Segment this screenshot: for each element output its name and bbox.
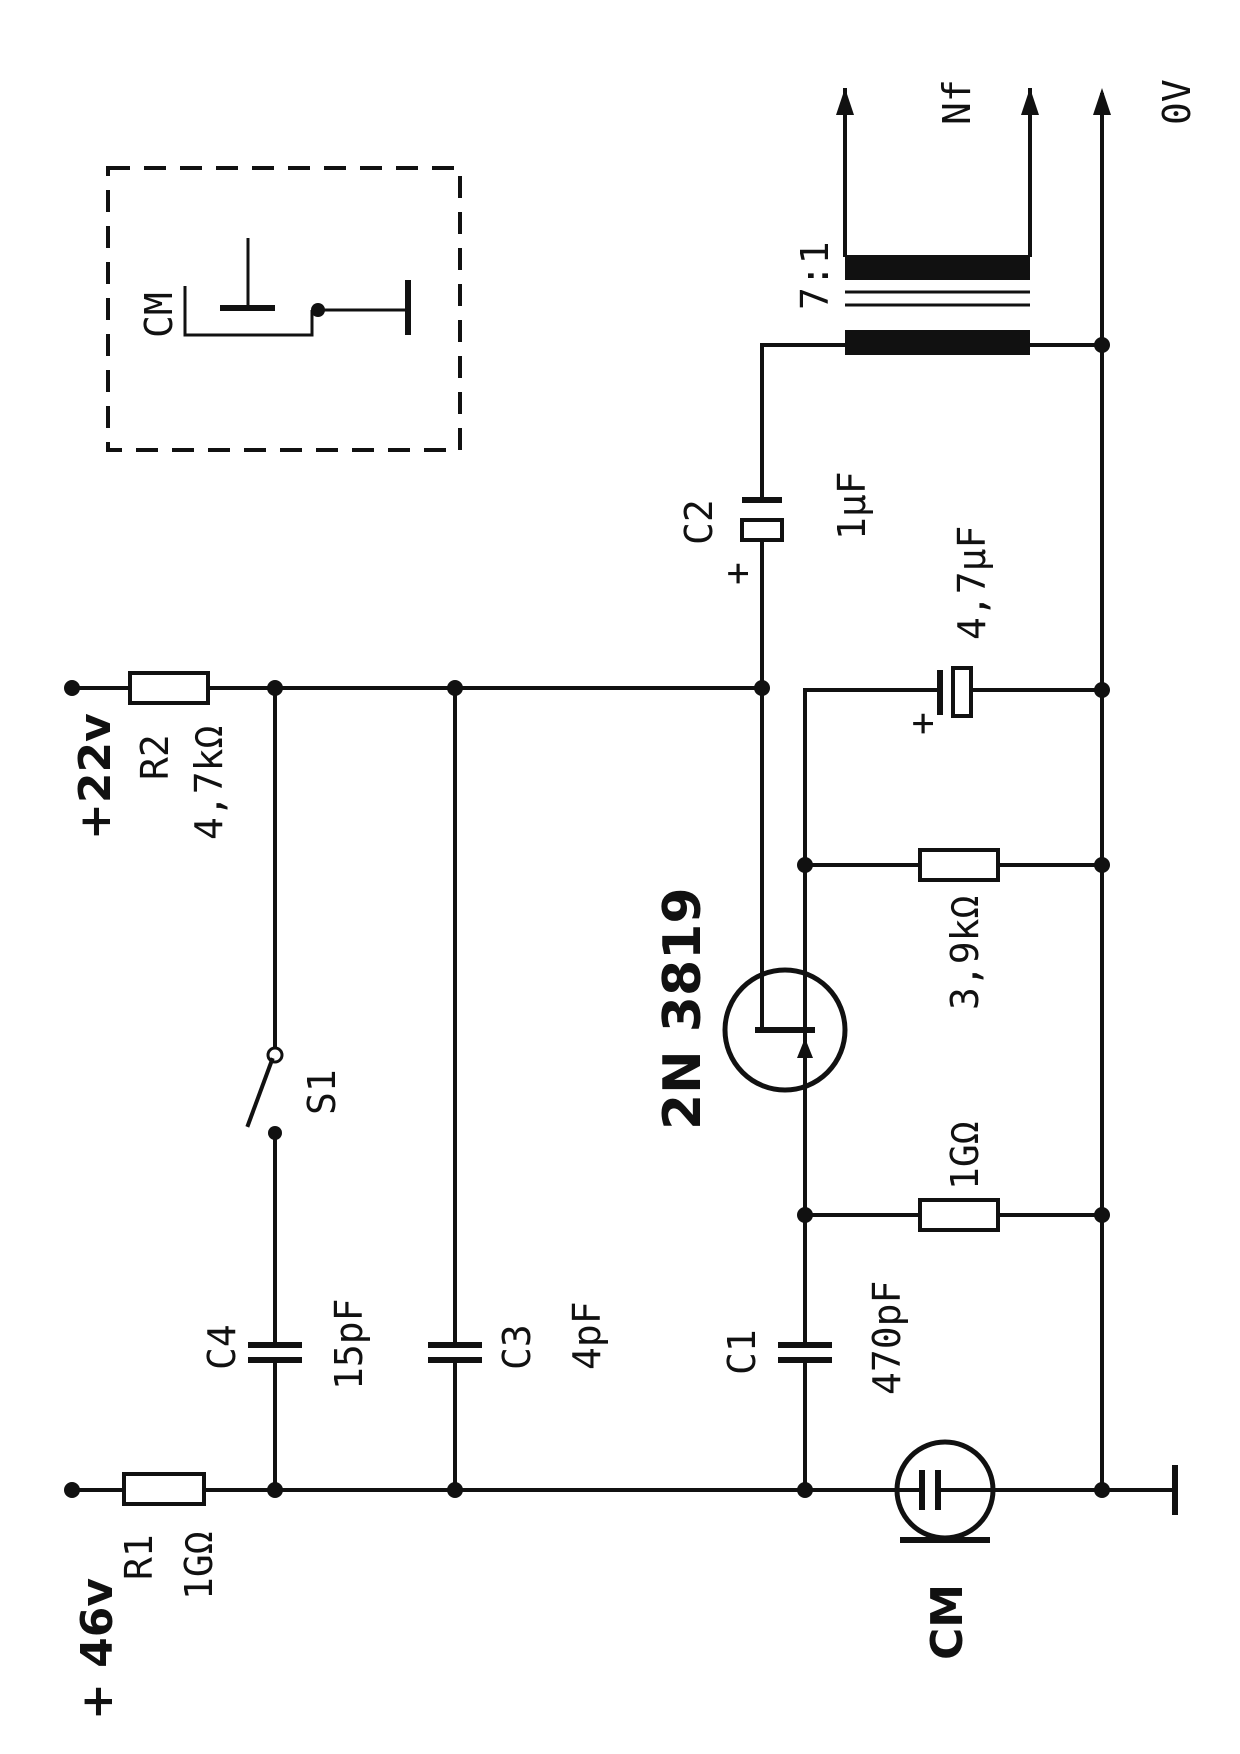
capacitor-c2 xyxy=(740,343,784,690)
cm-inset-label: CM xyxy=(137,292,181,338)
gate-network xyxy=(778,1198,1104,1492)
c3-label: C3 xyxy=(495,1324,539,1370)
ground-symbol xyxy=(1100,1465,1178,1515)
capacitor-c4 xyxy=(248,1342,302,1492)
c4-label: C4 xyxy=(200,1324,244,1370)
cm-mic-label: CM xyxy=(922,1584,973,1660)
c2-label: C2 xyxy=(677,499,721,545)
c1-value: 470pF xyxy=(865,1281,909,1395)
r-source-value: 3,9kΩ xyxy=(943,896,987,1010)
capacitor-c3 xyxy=(428,686,482,1492)
c4-value: 15pF xyxy=(327,1298,371,1390)
resistor-r2 xyxy=(128,671,210,705)
supply-22v-label: +22v xyxy=(70,713,121,840)
c3-value: 4pF xyxy=(565,1301,609,1370)
transformer xyxy=(843,88,1104,355)
microphone-cm xyxy=(893,1439,1104,1543)
fet-label: 2N 3819 xyxy=(653,887,713,1130)
c1-label: C1 xyxy=(720,1329,764,1375)
r2-value: 4,7kΩ xyxy=(187,726,231,840)
r1-value: 1GΩ xyxy=(177,1531,221,1600)
c2-plus: + xyxy=(715,562,759,585)
r1-label: R1 xyxy=(117,1534,161,1580)
zero-v-label: 0V xyxy=(1155,79,1199,125)
r-gate-value: 1GΩ xyxy=(943,1121,987,1190)
wire-top-rail xyxy=(70,671,764,705)
c-source-value: 4,7μF xyxy=(950,526,994,640)
junction-dots xyxy=(267,337,1110,1498)
wire-bottom-rail xyxy=(70,1472,897,1506)
resistor-gate xyxy=(918,1198,1000,1232)
s1-label: S1 xyxy=(300,1069,344,1115)
nf-label: Nf xyxy=(935,79,979,125)
resistor-source xyxy=(918,848,1000,882)
transformer-ratio: 7:1 xyxy=(793,241,837,310)
fet-2n3819 xyxy=(722,967,848,1217)
c2-value: 1μF xyxy=(830,471,874,540)
supply-46v-label: + 46v xyxy=(72,1578,123,1720)
resistor-r1 xyxy=(122,1472,206,1506)
r2-label: R2 xyxy=(133,734,177,780)
cm-inset-box: CM xyxy=(106,166,462,452)
switch-s1 xyxy=(245,686,284,1347)
c-source-plus: + xyxy=(900,712,944,735)
